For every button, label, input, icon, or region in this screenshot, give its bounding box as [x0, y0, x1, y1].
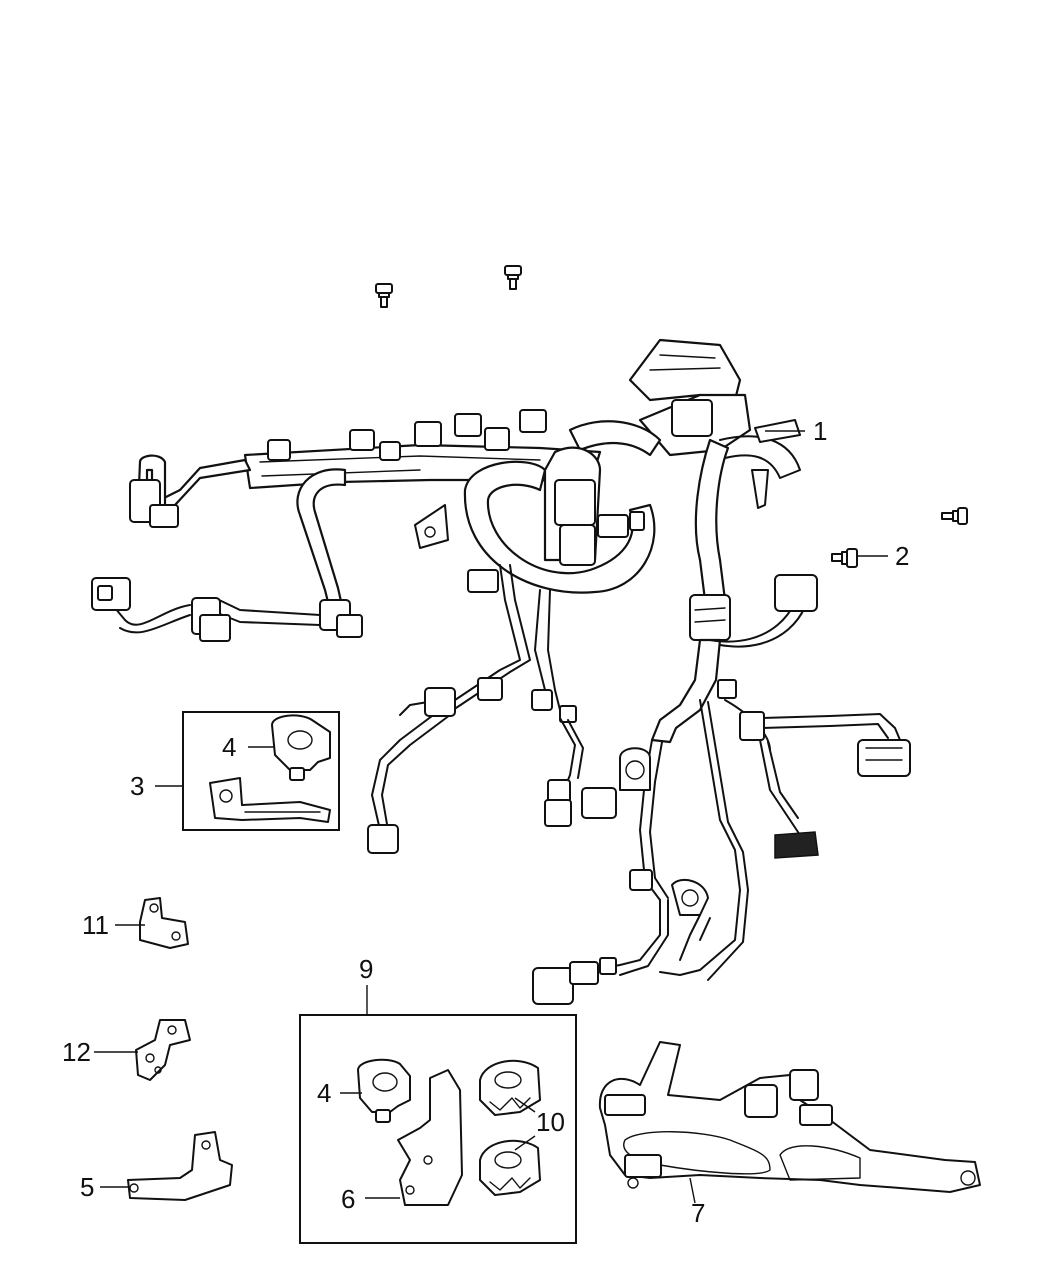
- harness-clip-10-lower: [479, 1139, 541, 1196]
- bolt-right-upper: [941, 507, 968, 525]
- bracket-5: [127, 1131, 233, 1201]
- callout-5: 5: [80, 1172, 94, 1202]
- callout-1: 1: [813, 416, 827, 446]
- callout-3: 3: [130, 771, 144, 801]
- harness-clip-4b: [357, 1058, 411, 1123]
- callout-9: 9: [359, 954, 373, 984]
- bolt-right-lower: [831, 548, 858, 568]
- bracket-11: [139, 897, 189, 949]
- bolt-top-left: [375, 283, 393, 308]
- bracket-12: [135, 1019, 191, 1081]
- leader-lines: [94, 430, 888, 1204]
- bracket-6: [397, 1069, 463, 1206]
- callout-7: 7: [691, 1198, 705, 1228]
- kit-box-9: [299, 1014, 577, 1244]
- callout-2: 2: [895, 541, 909, 571]
- callout-6: 6: [341, 1184, 355, 1214]
- callout-11: 11: [82, 910, 109, 940]
- harness-clip-4a: [271, 714, 331, 781]
- bracket-3: [209, 777, 331, 823]
- callout-10: 10: [536, 1107, 565, 1137]
- callout-4-box9: 4: [317, 1078, 331, 1108]
- callout-12: 12: [62, 1037, 91, 1067]
- callout-4-box3: 4: [222, 732, 236, 762]
- bracket-7: [598, 1041, 981, 1193]
- bolt-top-right: [504, 265, 522, 290]
- engine-wiring-harness: [91, 338, 911, 1005]
- harness-clip-10-upper: [479, 1059, 541, 1116]
- kit-box-3: [182, 711, 340, 831]
